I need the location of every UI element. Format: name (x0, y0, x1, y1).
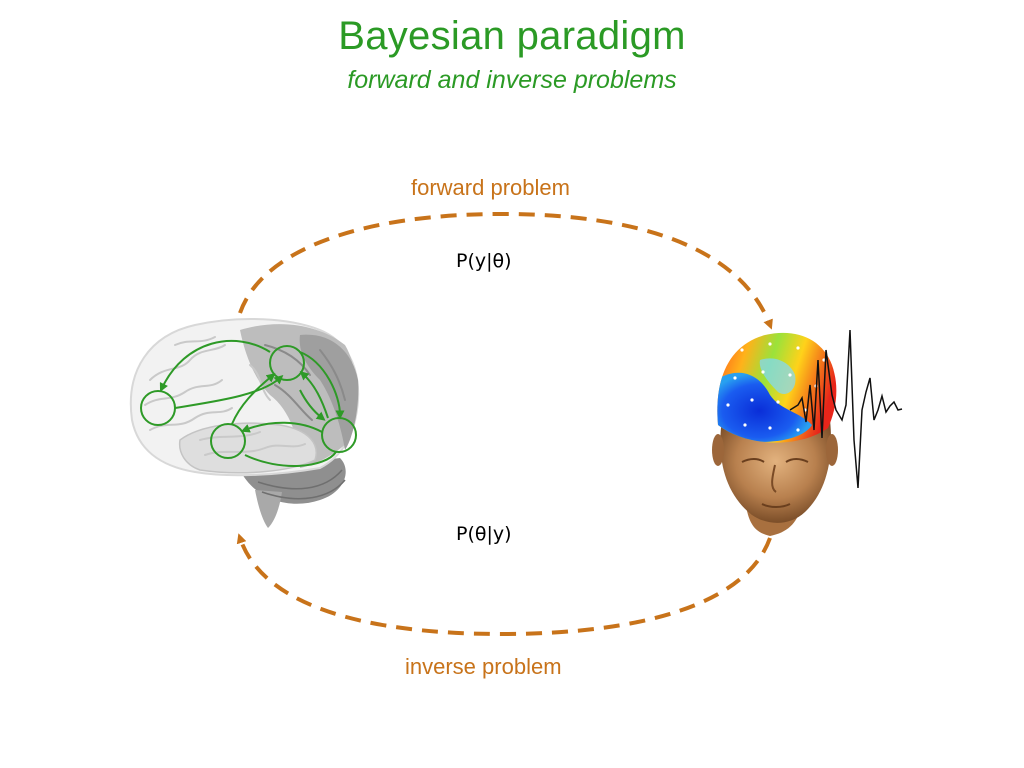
inverse-posterior-label: P(θ|y) (456, 523, 512, 545)
eeg-head-image (712, 332, 838, 536)
network-node-parietal (269, 345, 305, 381)
eeg-waveform (789, 329, 903, 489)
brain-image (129, 317, 360, 528)
inverse-problem-label: inverse problem (405, 654, 562, 679)
forward-likelihood-label: P(y|θ) (456, 250, 512, 272)
forward-problem-label: forward problem (411, 175, 570, 200)
slide-title: Bayesian paradigm (338, 14, 686, 58)
inverse-arrow (236, 533, 772, 637)
slide-subtitle: forward and inverse problems (347, 66, 677, 94)
brain-network (140, 339, 357, 468)
forward-arrow (238, 211, 773, 330)
network-node-temporal (210, 423, 246, 459)
